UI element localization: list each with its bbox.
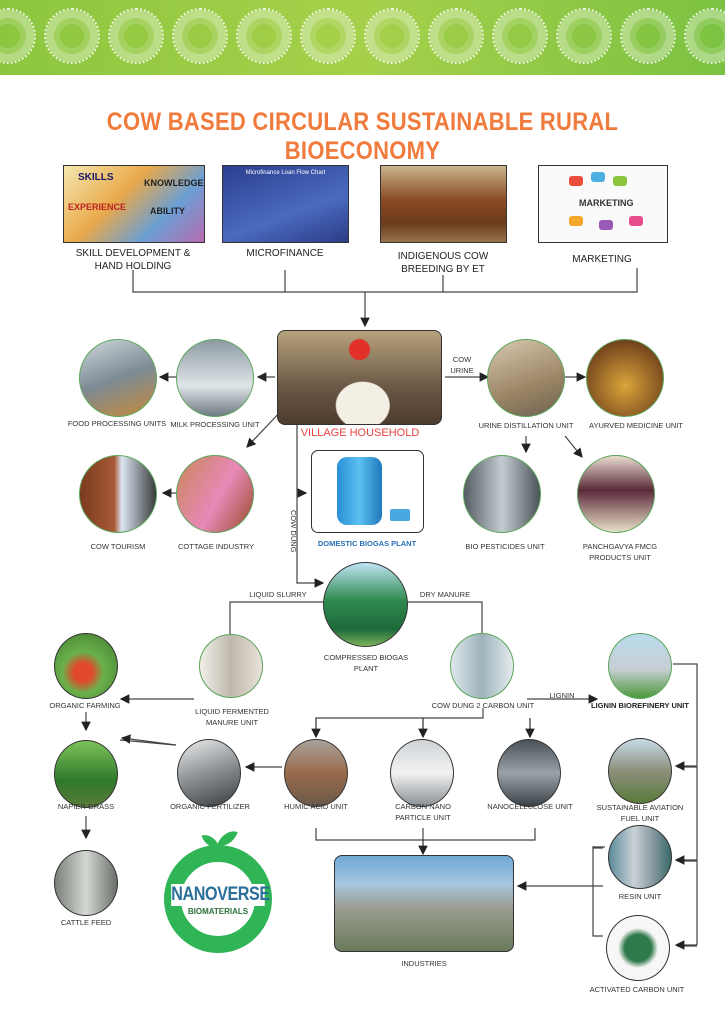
sustainable-aviation-fuel-image <box>608 738 672 804</box>
label-organic-fertilizer: ORGANIC FERTILIZER <box>170 802 250 811</box>
bio-pesticides-image <box>463 455 541 533</box>
domestic-biogas-image <box>311 450 424 533</box>
image-text: Microfinance Loan Flow Chart <box>245 170 326 176</box>
label-ayurved: AYURVED MEDICINE UNIT <box>589 421 683 430</box>
label-cottage-industry: COTTAGE INDUSTRY <box>178 542 254 551</box>
label-domestic-biogas: DOMESTIC BIOGAS PLANT <box>317 539 417 548</box>
label-lignin-biorefinery: LIGNIN BIOREFINERY UNIT <box>591 701 689 710</box>
label-organic-farming: ORGANIC FARMING <box>49 701 121 710</box>
label-napier-grass: NAPIER GRASS <box>57 802 115 811</box>
skills-image: SKILLS KNOWLEDGE EXPERIENCE ABILITY <box>63 165 205 243</box>
nanoverse-logo: NANOVERSE BIOMATERIALS <box>164 845 272 953</box>
humic-acid-image <box>284 739 348 807</box>
label-cow-dung-carbon: COW DUNG 2 CARBON UNIT <box>431 701 535 710</box>
label-nanocellulose: NANOCELLULOSE UNIT <box>487 802 573 811</box>
nanocellulose-image <box>497 739 561 807</box>
resin-image <box>608 825 672 889</box>
label-bio-pesticides: BIO PESTICIDES UNIT <box>465 542 545 551</box>
ayurved-image <box>586 339 664 417</box>
page-title: COW BASED CIRCULAR SUSTAINABLE RURAL BIO… <box>106 108 619 165</box>
mandala-icon <box>108 8 164 64</box>
marketing-image: MARKETING <box>538 165 668 243</box>
label-cow-tourism: COW TOURISM <box>90 542 146 551</box>
mandala-icon <box>684 8 725 64</box>
label-skill-development: SKILL DEVELOPMENT &HAND HOLDING <box>75 248 191 272</box>
mandala-icon <box>620 8 676 64</box>
decorative-banner <box>0 0 725 75</box>
mandala-icon <box>236 8 292 64</box>
label-humic-acid: HUMIC ACID UNIT <box>284 802 348 811</box>
panchgavya-image <box>577 455 655 533</box>
urine-distillation-image <box>487 339 565 417</box>
cow-breeding-image <box>380 165 507 243</box>
label-urine-distillation: URINE DISTILLATION UNIT <box>478 421 574 430</box>
image-text: EXPERIENCE <box>68 202 127 212</box>
mandala-icon <box>556 8 612 64</box>
mandala-icon <box>428 8 484 64</box>
food-processing-image <box>79 339 157 417</box>
lignin-biorefinery-image <box>608 633 672 699</box>
mandala-icon <box>44 8 100 64</box>
image-text: MARKETING <box>579 198 634 208</box>
label-food-processing: FOOD PROCESSING UNITS <box>67 419 167 428</box>
logo-subtitle: BIOMATERIALS <box>187 907 249 916</box>
carbon-nano-particle-image <box>390 739 454 807</box>
image-text: KNOWLEDGE <box>144 178 204 188</box>
cow-tourism-image <box>79 455 157 533</box>
industries-image <box>334 855 514 952</box>
image-text: SKILLS <box>78 172 114 183</box>
label-milk-processing: MILK PROCESSING UNIT <box>170 420 260 429</box>
label-activated-carbon: ACTIVATED CARBON UNIT <box>589 985 685 994</box>
label-marketing: MARKETING <box>572 254 632 265</box>
label-resin: RESIN UNIT <box>618 892 662 901</box>
napier-grass-image <box>54 740 118 808</box>
cattle-feed-image <box>54 850 118 916</box>
organic-fertilizer-image <box>177 739 241 807</box>
label-microfinance: MICROFINANCE <box>246 248 324 259</box>
activated-carbon-image <box>606 915 670 981</box>
dry-manure-label: DRY MANURE <box>419 590 471 599</box>
village-household-image <box>277 330 442 425</box>
cow-dung-carbon-image <box>450 633 514 699</box>
mandala-icon <box>172 8 228 64</box>
label-cattle-feed: CATTLE FEED <box>60 918 112 927</box>
liquid-slurry-label: LIQUID SLURRY <box>249 590 307 599</box>
mandala-icon <box>492 8 548 64</box>
image-text: ABILITY <box>150 206 185 216</box>
cottage-industry-image <box>176 455 254 533</box>
mandala-icon <box>364 8 420 64</box>
village-household-label: VILLAGE HOUSEHOLD <box>300 427 420 439</box>
liquid-fermented-manure-image <box>199 634 263 698</box>
cow-dung-label: COW DUNG <box>289 510 298 553</box>
compressed-biogas-image <box>323 562 408 647</box>
logo-name: NANOVERSE <box>171 884 270 906</box>
lignin-label: LIGNIN <box>549 691 575 700</box>
label-industries: INDUSTRIES <box>401 959 447 968</box>
milk-processing-image <box>176 339 254 417</box>
microfinance-image: Microfinance Loan Flow Chart <box>222 165 349 243</box>
organic-farming-image <box>54 633 118 699</box>
mandala-icon <box>300 8 356 64</box>
